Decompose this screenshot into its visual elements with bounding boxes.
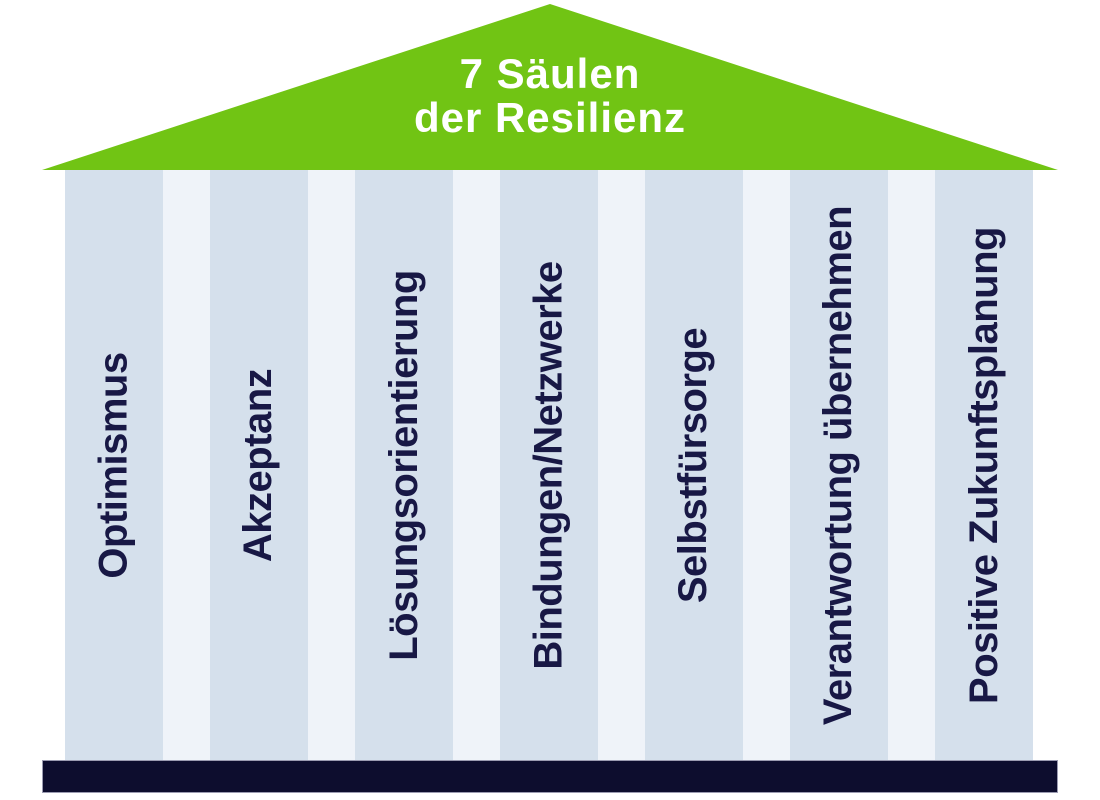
diagram-title: 7 Säulen der Resilienz bbox=[0, 52, 1100, 140]
pillar-optimismus: Optimismus bbox=[65, 170, 163, 760]
foundation-bar bbox=[42, 760, 1058, 793]
pillar-bindungen-netzwerke: Bindungen/Netzwerke bbox=[500, 170, 598, 760]
pillar-wall: Optimismus Akzeptanz Lösungsorientierung… bbox=[65, 170, 1033, 760]
pillar-selbstfuersorge-label: Selbstfürsorge bbox=[671, 327, 716, 603]
pillar-optimismus-label: Optimismus bbox=[91, 351, 136, 579]
pillar-verantwortung-uebernehmen-label: Verantwortung übernehmen bbox=[816, 205, 861, 725]
pillar-positive-zukunftsplanung-label: Positive Zukunftsplanung bbox=[961, 226, 1006, 704]
pillar-bindungen-netzwerke-label: Bindungen/Netzwerke bbox=[526, 260, 571, 670]
pillar-selbstfuersorge: Selbstfürsorge bbox=[645, 170, 743, 760]
pillar-loesungsorientierung: Lösungsorientierung bbox=[355, 170, 453, 760]
pillar-akzeptanz: Akzeptanz bbox=[210, 170, 308, 760]
pillar-loesungsorientierung-label: Lösungsorientierung bbox=[381, 269, 426, 661]
pillar-verantwortung-uebernehmen: Verantwortung übernehmen bbox=[790, 170, 888, 760]
title-line-2: der Resilienz bbox=[413, 94, 687, 141]
title-line-1: 7 Säulen bbox=[459, 50, 641, 97]
pillar-akzeptanz-label: Akzeptanz bbox=[236, 368, 281, 562]
pillar-positive-zukunftsplanung: Positive Zukunftsplanung bbox=[935, 170, 1033, 760]
